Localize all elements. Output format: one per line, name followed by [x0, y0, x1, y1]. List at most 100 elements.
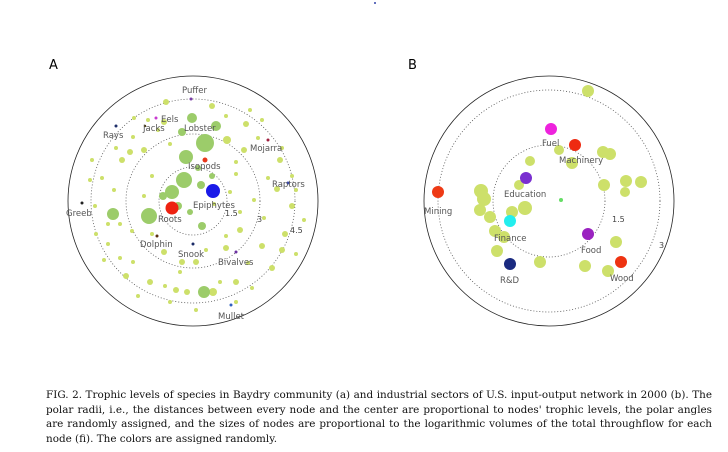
panel-a-labeled-nodes: PufferEelsJacksRaysLobsterMojarraIsopods…: [66, 86, 305, 322]
panel-b-ring-1-5: [492, 144, 606, 258]
panel-b-ring-label-3: 3: [659, 241, 664, 250]
species-node: [100, 176, 104, 180]
species-node: [88, 178, 92, 182]
species-node: [146, 118, 150, 122]
species-node: [197, 181, 205, 189]
sector-label: Finance: [494, 234, 527, 244]
figure-caption: FIG. 2. Trophic levels of species in Bay…: [46, 389, 712, 445]
species-node: [223, 136, 231, 144]
species-node: [224, 234, 228, 238]
panel-a-plot: 1.5 3 4.5 PufferEelsJacksRaysLobsterMoja…: [66, 75, 319, 327]
species-node: [165, 185, 179, 199]
species-node: [93, 204, 97, 208]
species-node-dot: [234, 250, 238, 254]
species-node-dot: [189, 97, 193, 101]
species-node: [204, 248, 208, 252]
species-label: Bivalves: [218, 258, 254, 268]
species-node: [131, 135, 135, 139]
sector-label: R&D: [500, 276, 520, 286]
species-node: [223, 245, 229, 251]
panel-b-ring-label-1-5: 1.5: [612, 215, 625, 224]
sector-node: [566, 157, 578, 169]
panel-a-ring-label-4-5: 4.5: [290, 226, 303, 235]
panel-b-plot: 1.5 3 FuelMachineryEducationMiningFinanc…: [423, 75, 675, 327]
panel-a-outer-boundary: [67, 75, 319, 327]
species-node: [269, 265, 275, 271]
species-node: [302, 218, 306, 222]
species-node: [123, 273, 129, 279]
species-node: [212, 202, 216, 206]
species-node: [241, 147, 247, 153]
species-node: [234, 172, 238, 176]
species-node: [211, 121, 221, 131]
species-label: Mojarra: [250, 144, 282, 154]
species-node: [282, 231, 288, 237]
species-node: [94, 232, 98, 236]
sector-node: [604, 148, 616, 160]
species-node: [118, 222, 122, 226]
sector-label: Machinery: [559, 156, 603, 166]
sector-node: [582, 85, 594, 97]
species-node: [234, 300, 238, 304]
panel-b-unlabeled-nodes: [474, 85, 647, 277]
species-node: [132, 116, 136, 120]
species-node: [142, 194, 146, 198]
species-node: [107, 208, 119, 220]
sector-node-dot: [504, 215, 516, 227]
species-node: [187, 209, 193, 215]
sector-node-dot: [615, 256, 627, 268]
sector-node: [489, 225, 501, 237]
sector-node: [477, 192, 491, 206]
panel-a-ring-3: [125, 133, 261, 269]
species-label: Rays: [103, 131, 124, 141]
species-label: Mullet: [218, 312, 245, 322]
sector-node-dot: [432, 186, 444, 198]
species-node: [131, 260, 135, 264]
species-label: Puffer: [182, 86, 207, 96]
sector-label: Education: [504, 190, 546, 200]
sector-node: [620, 187, 630, 197]
species-node-dot: [191, 242, 195, 246]
species-node: [161, 249, 167, 255]
species-node: [279, 247, 285, 253]
species-node: [209, 173, 215, 179]
sector-node: [484, 211, 496, 223]
sector-node: [534, 256, 546, 268]
sector-label: Food: [581, 246, 601, 256]
species-node: [168, 300, 172, 304]
species-node: [238, 210, 242, 214]
species-node-dot: [165, 201, 179, 215]
species-node: [147, 279, 153, 285]
panel-b-labeled-nodes: FuelMachineryEducationMiningFinanceFoodR…: [424, 123, 634, 286]
species-node: [198, 286, 210, 298]
species-node: [119, 157, 125, 163]
species-node: [163, 284, 167, 288]
species-node: [237, 227, 243, 233]
sector-label: Mining: [424, 207, 452, 217]
species-node: [106, 222, 110, 226]
species-label: Raptors: [272, 180, 305, 190]
sector-node-dot: [545, 123, 557, 135]
species-node: [266, 176, 270, 180]
species-node: [173, 287, 179, 293]
species-node-dot: [114, 124, 118, 128]
sector-node: [498, 231, 510, 243]
species-node: [130, 229, 134, 233]
species-node: [114, 146, 118, 150]
panel-b-ring-3: [437, 89, 661, 313]
species-node: [250, 286, 254, 290]
sector-node-dot: [520, 172, 532, 184]
sector-node: [506, 206, 518, 218]
species-node: [277, 157, 283, 163]
sector-node-dot: [582, 228, 594, 240]
species-node: [209, 288, 217, 296]
species-node-dot: [202, 157, 208, 163]
panel-b-label: B: [408, 58, 417, 73]
species-node: [246, 261, 250, 265]
panel-a-ring-label-3: 3: [257, 215, 262, 224]
sector-node: [554, 145, 564, 155]
species-node: [127, 149, 133, 155]
species-node: [150, 232, 154, 236]
species-label: Greeb: [66, 209, 92, 219]
species-label: Jacks: [142, 124, 165, 134]
